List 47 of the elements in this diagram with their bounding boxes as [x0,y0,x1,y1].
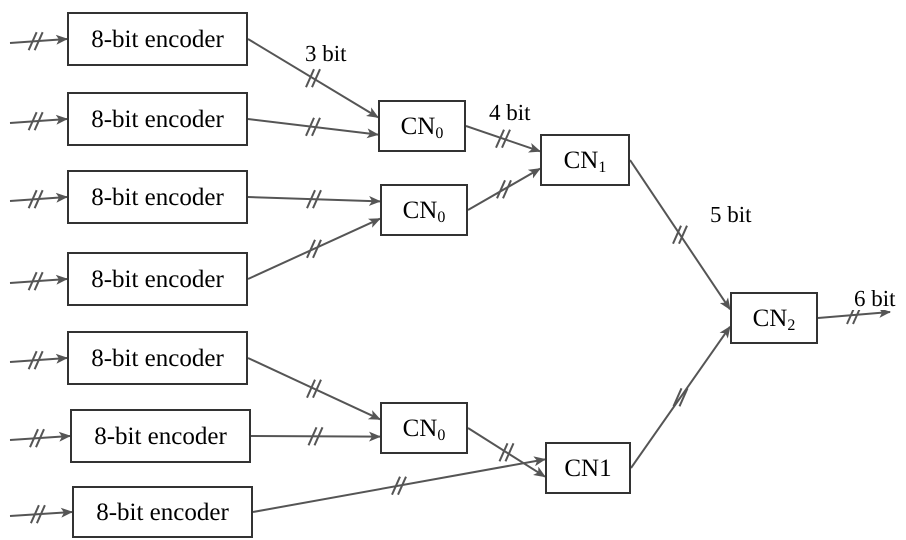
block-box [545,442,631,494]
arrow [10,274,68,285]
block-label: 8-bit encoder [91,266,224,292]
edge-label: 6 bit [852,287,898,310]
block-box [730,292,818,344]
arrow [10,354,68,364]
arrow [10,114,68,125]
block-box [378,100,466,152]
block-box [380,184,468,236]
arrow [251,432,381,442]
block-box [380,402,468,454]
block-label: 8-bit encoder [91,106,224,132]
arrow [466,125,541,152]
arrow [630,326,731,469]
arrow [10,432,71,442]
block-box [67,170,248,224]
arrow [629,159,731,310]
arrow [10,34,68,45]
block-box [72,486,253,538]
arrow [818,308,891,319]
block-label: CN$_{0}$ [402,198,446,222]
block-label: 8-bit encoder [91,184,224,210]
arrow [248,218,381,280]
block-label: CN$_{0}$ [400,114,444,138]
arrow [247,38,379,118]
block-label: 8-bit encoder [94,424,227,448]
block-box [540,134,630,186]
block-box [67,92,248,146]
block-label: CN$_{0}$ [402,416,446,440]
arrow [252,456,546,513]
block-label: 8-bit encoder [96,500,229,524]
block-box [70,409,251,463]
arrow [248,118,379,138]
arrow [10,508,73,518]
arrow [248,196,381,206]
block-label: CN$_{1}$ [564,148,606,172]
block-box [67,252,248,306]
block-box [67,331,248,385]
arrow [467,427,546,478]
block-label: CN1 [564,456,612,480]
block-label: 8-bit encoder [91,26,224,52]
block-label: CN$_{2}$ [752,306,796,330]
arrow [10,192,68,203]
arrow [248,357,381,420]
arrow [468,168,541,211]
block-box [67,12,248,66]
block-label: 8-bit encoder [91,346,224,370]
